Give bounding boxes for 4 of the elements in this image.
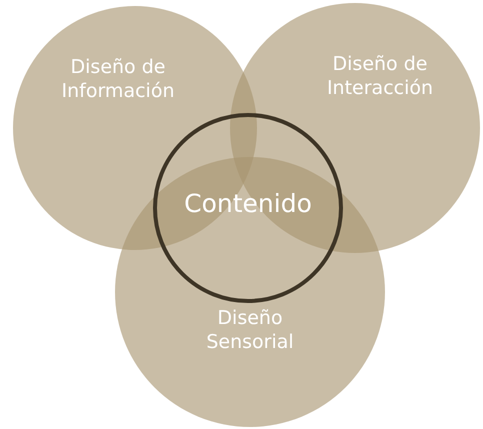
circle-label: Diseño de Interacción	[326, 53, 434, 100]
circle-label: Contenido	[183, 188, 313, 220]
circle-label: Diseño de Información	[60, 56, 176, 104]
circle-label: Diseño Sensorial	[205, 307, 295, 354]
